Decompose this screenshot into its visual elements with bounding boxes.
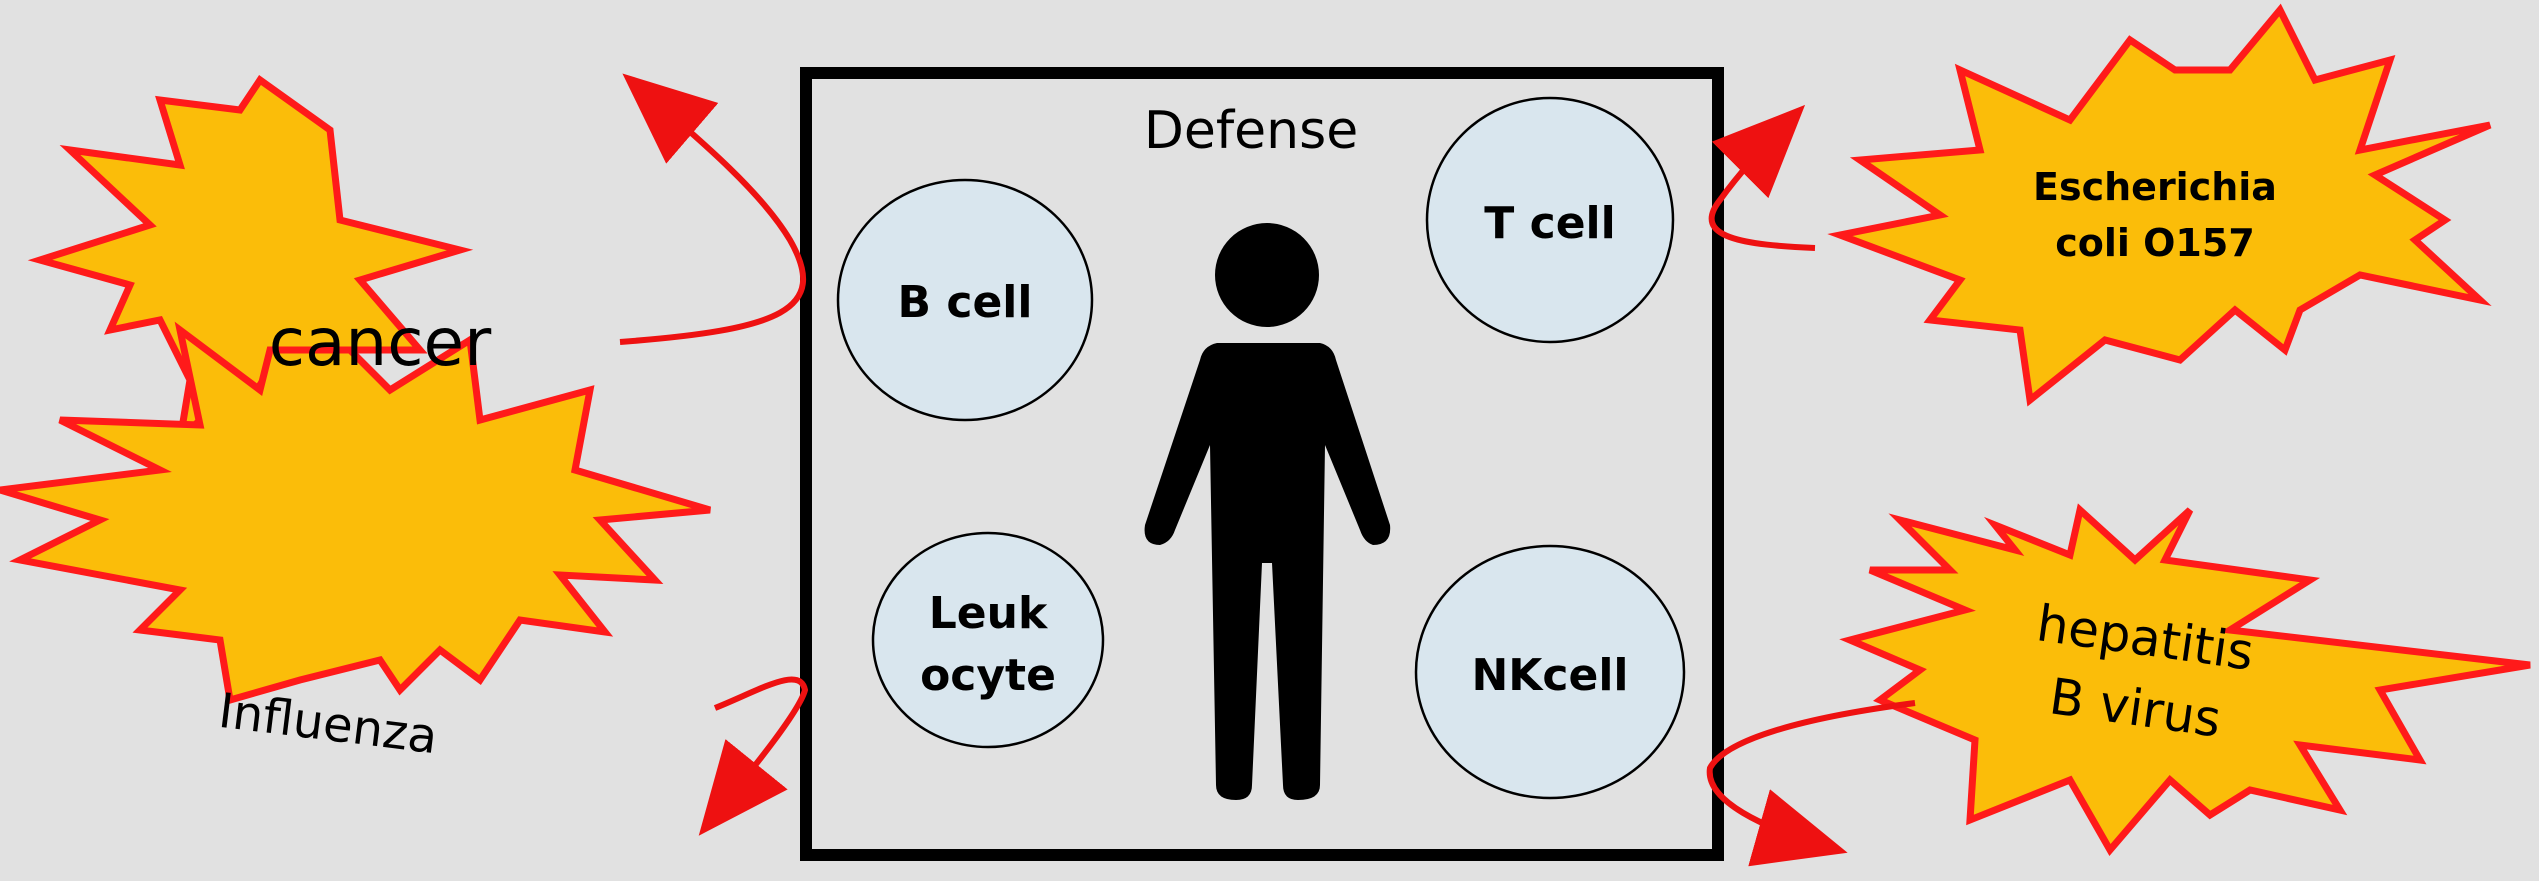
- human-figure-icon: [1144, 223, 1391, 800]
- defense-title: Defense: [1144, 101, 1358, 161]
- leukocyte-label-line1: Leuk: [929, 588, 1049, 639]
- arrow-hepatitis: [1706, 700, 1916, 867]
- arrow-influenza: [698, 676, 809, 836]
- ecoli-burst: [1827, 3, 2492, 407]
- b-cell-circle: [836, 178, 1094, 422]
- influenza-burst: [0, 321, 711, 705]
- t-cell-circle: [1425, 96, 1675, 344]
- arrow-cancer: [619, 73, 807, 345]
- ecoli-label-line2: coli O157: [2055, 221, 2255, 265]
- cancer-label: cancer: [269, 304, 492, 381]
- b-cell-label: B cell: [898, 277, 1033, 328]
- leukocyte-label-line2: ocyte: [920, 650, 1056, 701]
- arrow-ecoli: [1708, 104, 1816, 251]
- t-cell-label: T cell: [1484, 198, 1615, 249]
- nk-cell-label: NKcell: [1471, 650, 1628, 701]
- hepatitis-burst: [1839, 503, 2531, 857]
- nk-cell-circle: [1414, 544, 1686, 800]
- ecoli-label-line1: Escherichia: [2033, 165, 2277, 209]
- leukocyte-circle: [871, 531, 1105, 749]
- influenza-label: Influenza: [216, 683, 441, 765]
- defense-frame: [800, 67, 1724, 861]
